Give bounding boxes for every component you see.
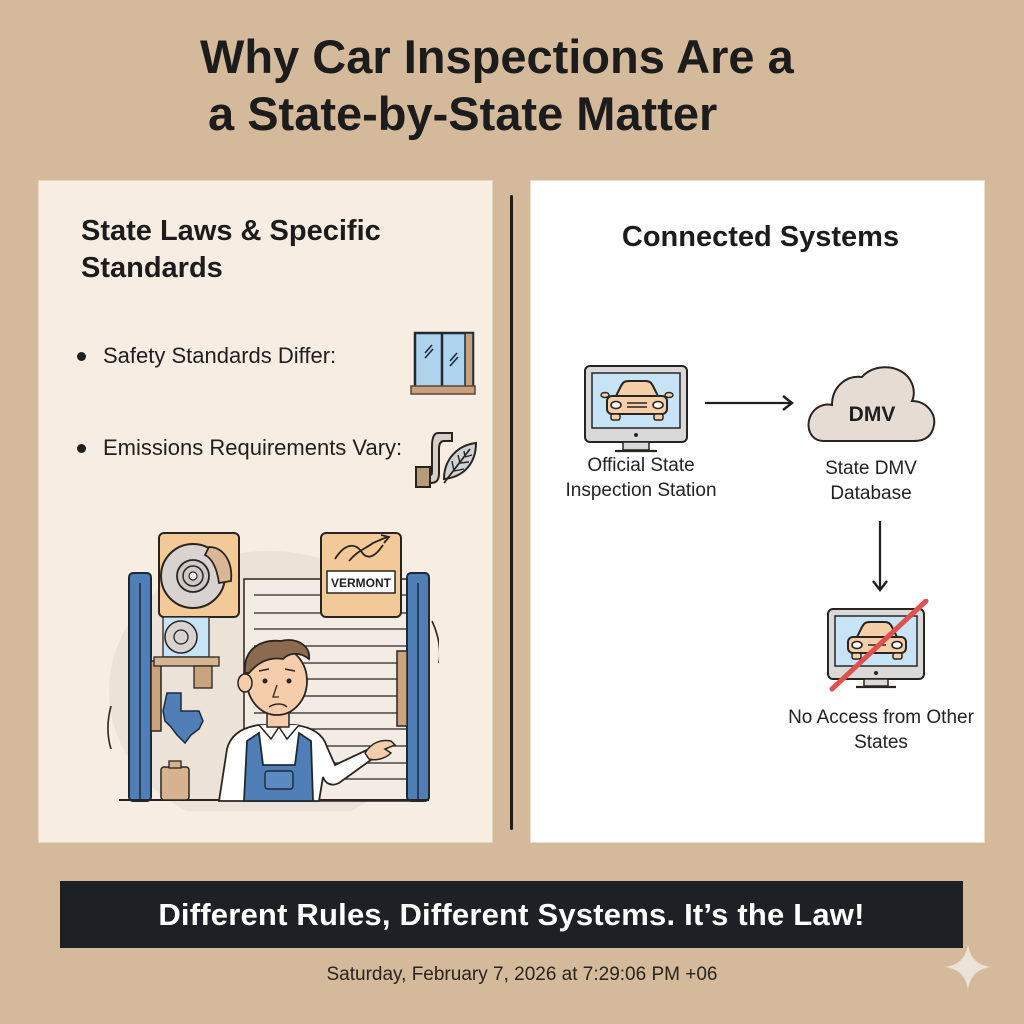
panel-divider xyxy=(510,195,513,830)
window-icon xyxy=(410,331,476,395)
vermont-sign-label: VERMONT xyxy=(331,576,392,590)
banner-text: Different Rules, Different Systems. It’s… xyxy=(158,896,865,932)
connected-systems-panel: Connected Systems Official State Inspect… xyxy=(530,180,985,843)
bullet-dot xyxy=(77,352,86,361)
monitor-car-icon xyxy=(584,365,688,453)
law-banner: Different Rules, Different Systems. It’s… xyxy=(60,881,963,948)
monitor-car-crossed-icon xyxy=(827,599,929,692)
mechanic-illustration: VERMONT xyxy=(107,532,439,811)
red-slash xyxy=(829,599,929,692)
bullet-text: Emissions Requirements Vary: xyxy=(103,435,403,460)
exhaust-leaf-icon xyxy=(415,432,478,488)
dmv-database-label: State DMV Database xyxy=(825,458,917,504)
arrow-down-icon xyxy=(872,521,888,592)
title-line-2: a State-by-State Matter xyxy=(208,87,718,140)
timestamp: Saturday, February 7, 2026 at 7:29:06 PM… xyxy=(326,964,718,985)
no-access-label: No Access from Other States xyxy=(788,707,974,753)
state-laws-panel: State Laws & Specific Standards Safety S… xyxy=(38,180,493,843)
cloud-dmv-text: DMV xyxy=(849,403,896,426)
connected-systems-heading: Connected Systems xyxy=(621,221,900,253)
inspection-station-label: Official State Inspection Station xyxy=(565,455,717,501)
cloud-icon: DMV xyxy=(807,366,936,442)
bullet-dot xyxy=(77,444,86,453)
title-line-1: Why Car Inspections Are a xyxy=(200,30,794,83)
arrow-right-icon xyxy=(705,395,794,411)
state-laws-heading: State Laws & Specific Standards xyxy=(81,215,381,284)
bullet-text: Safety Standards Differ: xyxy=(103,343,337,368)
sparkle-icon xyxy=(945,944,991,990)
